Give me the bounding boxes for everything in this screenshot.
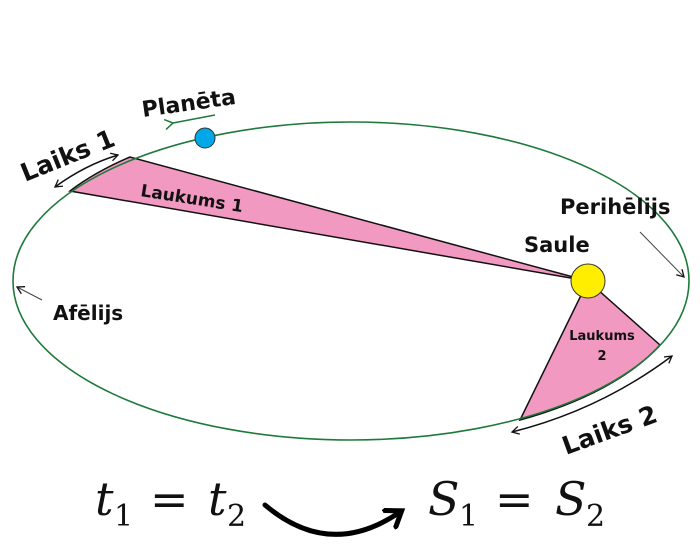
eq-equals-1: = (150, 472, 189, 526)
area-2-wedge (518, 279, 662, 422)
perihelion-label: Perihēlijs (560, 195, 670, 219)
eq-t2-sub: 2 (227, 499, 246, 534)
eq-t1: t (95, 472, 114, 526)
area-2-label-line2: 2 (597, 349, 606, 364)
area-2-label-line1: Laukums (569, 329, 635, 344)
aphelion-pointer-arrow (15, 286, 43, 301)
eq-s1-sub: 1 (459, 499, 478, 534)
time-2-arrow (510, 355, 674, 435)
eq-s2-sub: 2 (586, 499, 605, 534)
planet-direction-arrow (163, 114, 216, 130)
time-2-label: Laiks 2 (558, 400, 661, 461)
orbit-ellipse (12, 121, 690, 441)
sun-label: Saule (524, 233, 590, 257)
aphelion-label: Afēlijs (53, 301, 123, 325)
planet (194, 127, 216, 149)
implication-arrow (262, 502, 400, 537)
eq-s2: S (555, 472, 587, 526)
sun (570, 263, 606, 299)
equation-times: t 1 = t 2 (95, 472, 246, 534)
planet-label: Planēta (140, 85, 237, 123)
perihelion-pointer-arrow (639, 231, 685, 278)
eq-equals-2: = (495, 472, 534, 526)
equation-areas: S 1 = S 2 (428, 472, 605, 534)
area-1-wedge (68, 156, 589, 282)
time-1-arrow (53, 152, 120, 188)
eq-s1: S (428, 472, 460, 526)
eq-t2: t (208, 472, 227, 526)
eq-t1-sub: 1 (114, 499, 133, 534)
